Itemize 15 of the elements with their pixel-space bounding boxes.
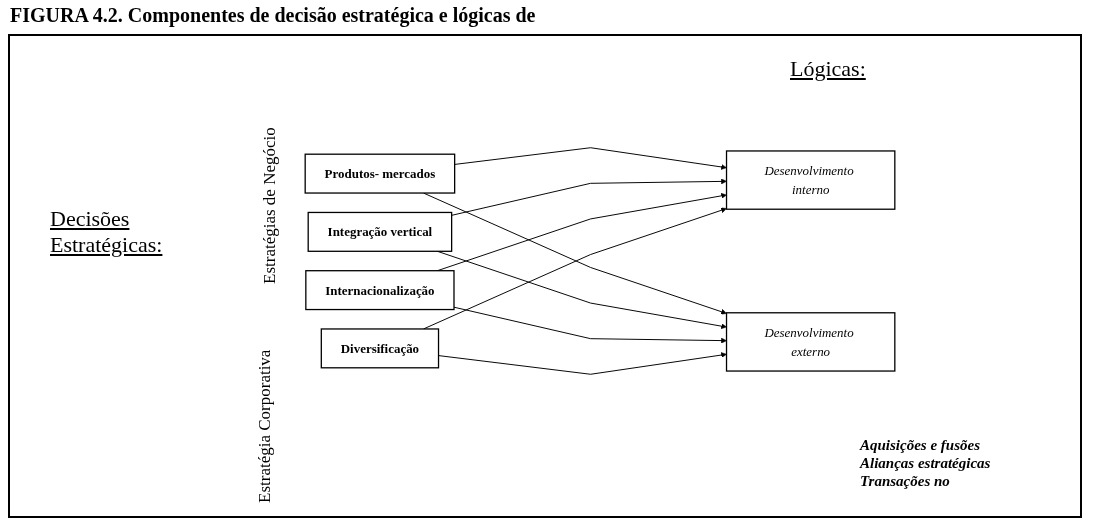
frame-border: Decisões Estratégicas: Estratégias de Negócio Estratégia Corporativa Lógicas: Produtos- mercados Integração vertical Internacionalização Diversificação Desenvolvimento interno Desenvolvimento externo Aquisições e fusões Alianças estratégicas Transações no <box>8 34 1082 518</box>
node-box <box>725 312 896 372</box>
note-text: Aquisições e fusões <box>860 437 981 454</box>
heading-label: Lógicas: <box>790 56 866 81</box>
note-text: Transações no <box>860 473 951 490</box>
node-box <box>304 153 456 194</box>
figure-title: FIGURA 4.2. Componentes de decisão estratégica e lógicas de <box>10 4 537 27</box>
group-label: Estratégias de Negócio <box>260 126 280 287</box>
node-box <box>305 270 455 311</box>
node-box <box>307 211 453 252</box>
note-text: Alianças estratégicas <box>860 455 991 472</box>
heading-label: Decisões Estratégicas: <box>50 206 163 257</box>
group-label: Estratégia Corporativa <box>255 348 275 505</box>
node-box <box>320 328 440 369</box>
node-box <box>725 150 896 210</box>
